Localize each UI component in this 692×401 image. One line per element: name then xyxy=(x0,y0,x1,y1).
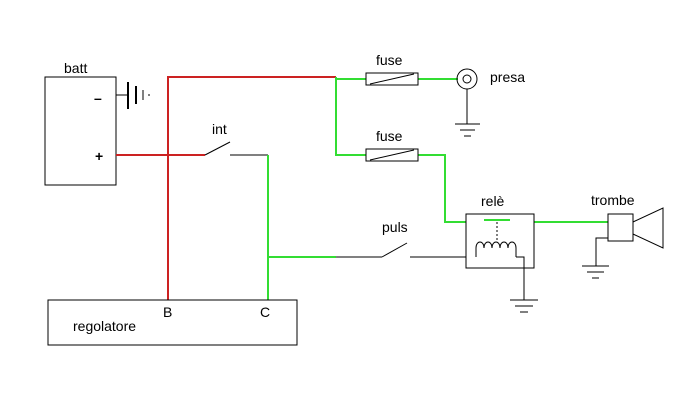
fuse-mid-symbol xyxy=(365,148,419,162)
regulator-label: regolatore xyxy=(73,318,136,334)
socket-symbol xyxy=(455,68,480,137)
battery-ground-symbol xyxy=(116,82,150,109)
fuse-mid-label: fuse xyxy=(376,128,403,144)
regulator-box xyxy=(47,299,298,346)
push-button-switch xyxy=(336,242,466,258)
socket-label: presa xyxy=(490,69,525,85)
ignition-switch-label: int xyxy=(212,121,227,137)
ignition-switch xyxy=(204,141,268,156)
battery-minus-label: – xyxy=(94,90,102,106)
battery-box xyxy=(44,76,117,186)
battery-plus-label: + xyxy=(95,148,103,164)
regulator-terminal-b: B xyxy=(163,304,172,320)
regulator-terminal-c: C xyxy=(260,304,270,320)
fuse-top-label: fuse xyxy=(376,52,403,68)
battery-positive-wire xyxy=(116,76,336,300)
relay-symbol xyxy=(465,213,538,313)
fuse-top-symbol xyxy=(365,72,419,86)
relay-label: relè xyxy=(481,193,505,209)
horn-symbol xyxy=(582,207,664,279)
horn-label: trombe xyxy=(591,192,635,208)
push-button-label: puls xyxy=(382,219,408,235)
green-wires xyxy=(267,77,608,300)
battery-label: batt xyxy=(64,60,87,76)
